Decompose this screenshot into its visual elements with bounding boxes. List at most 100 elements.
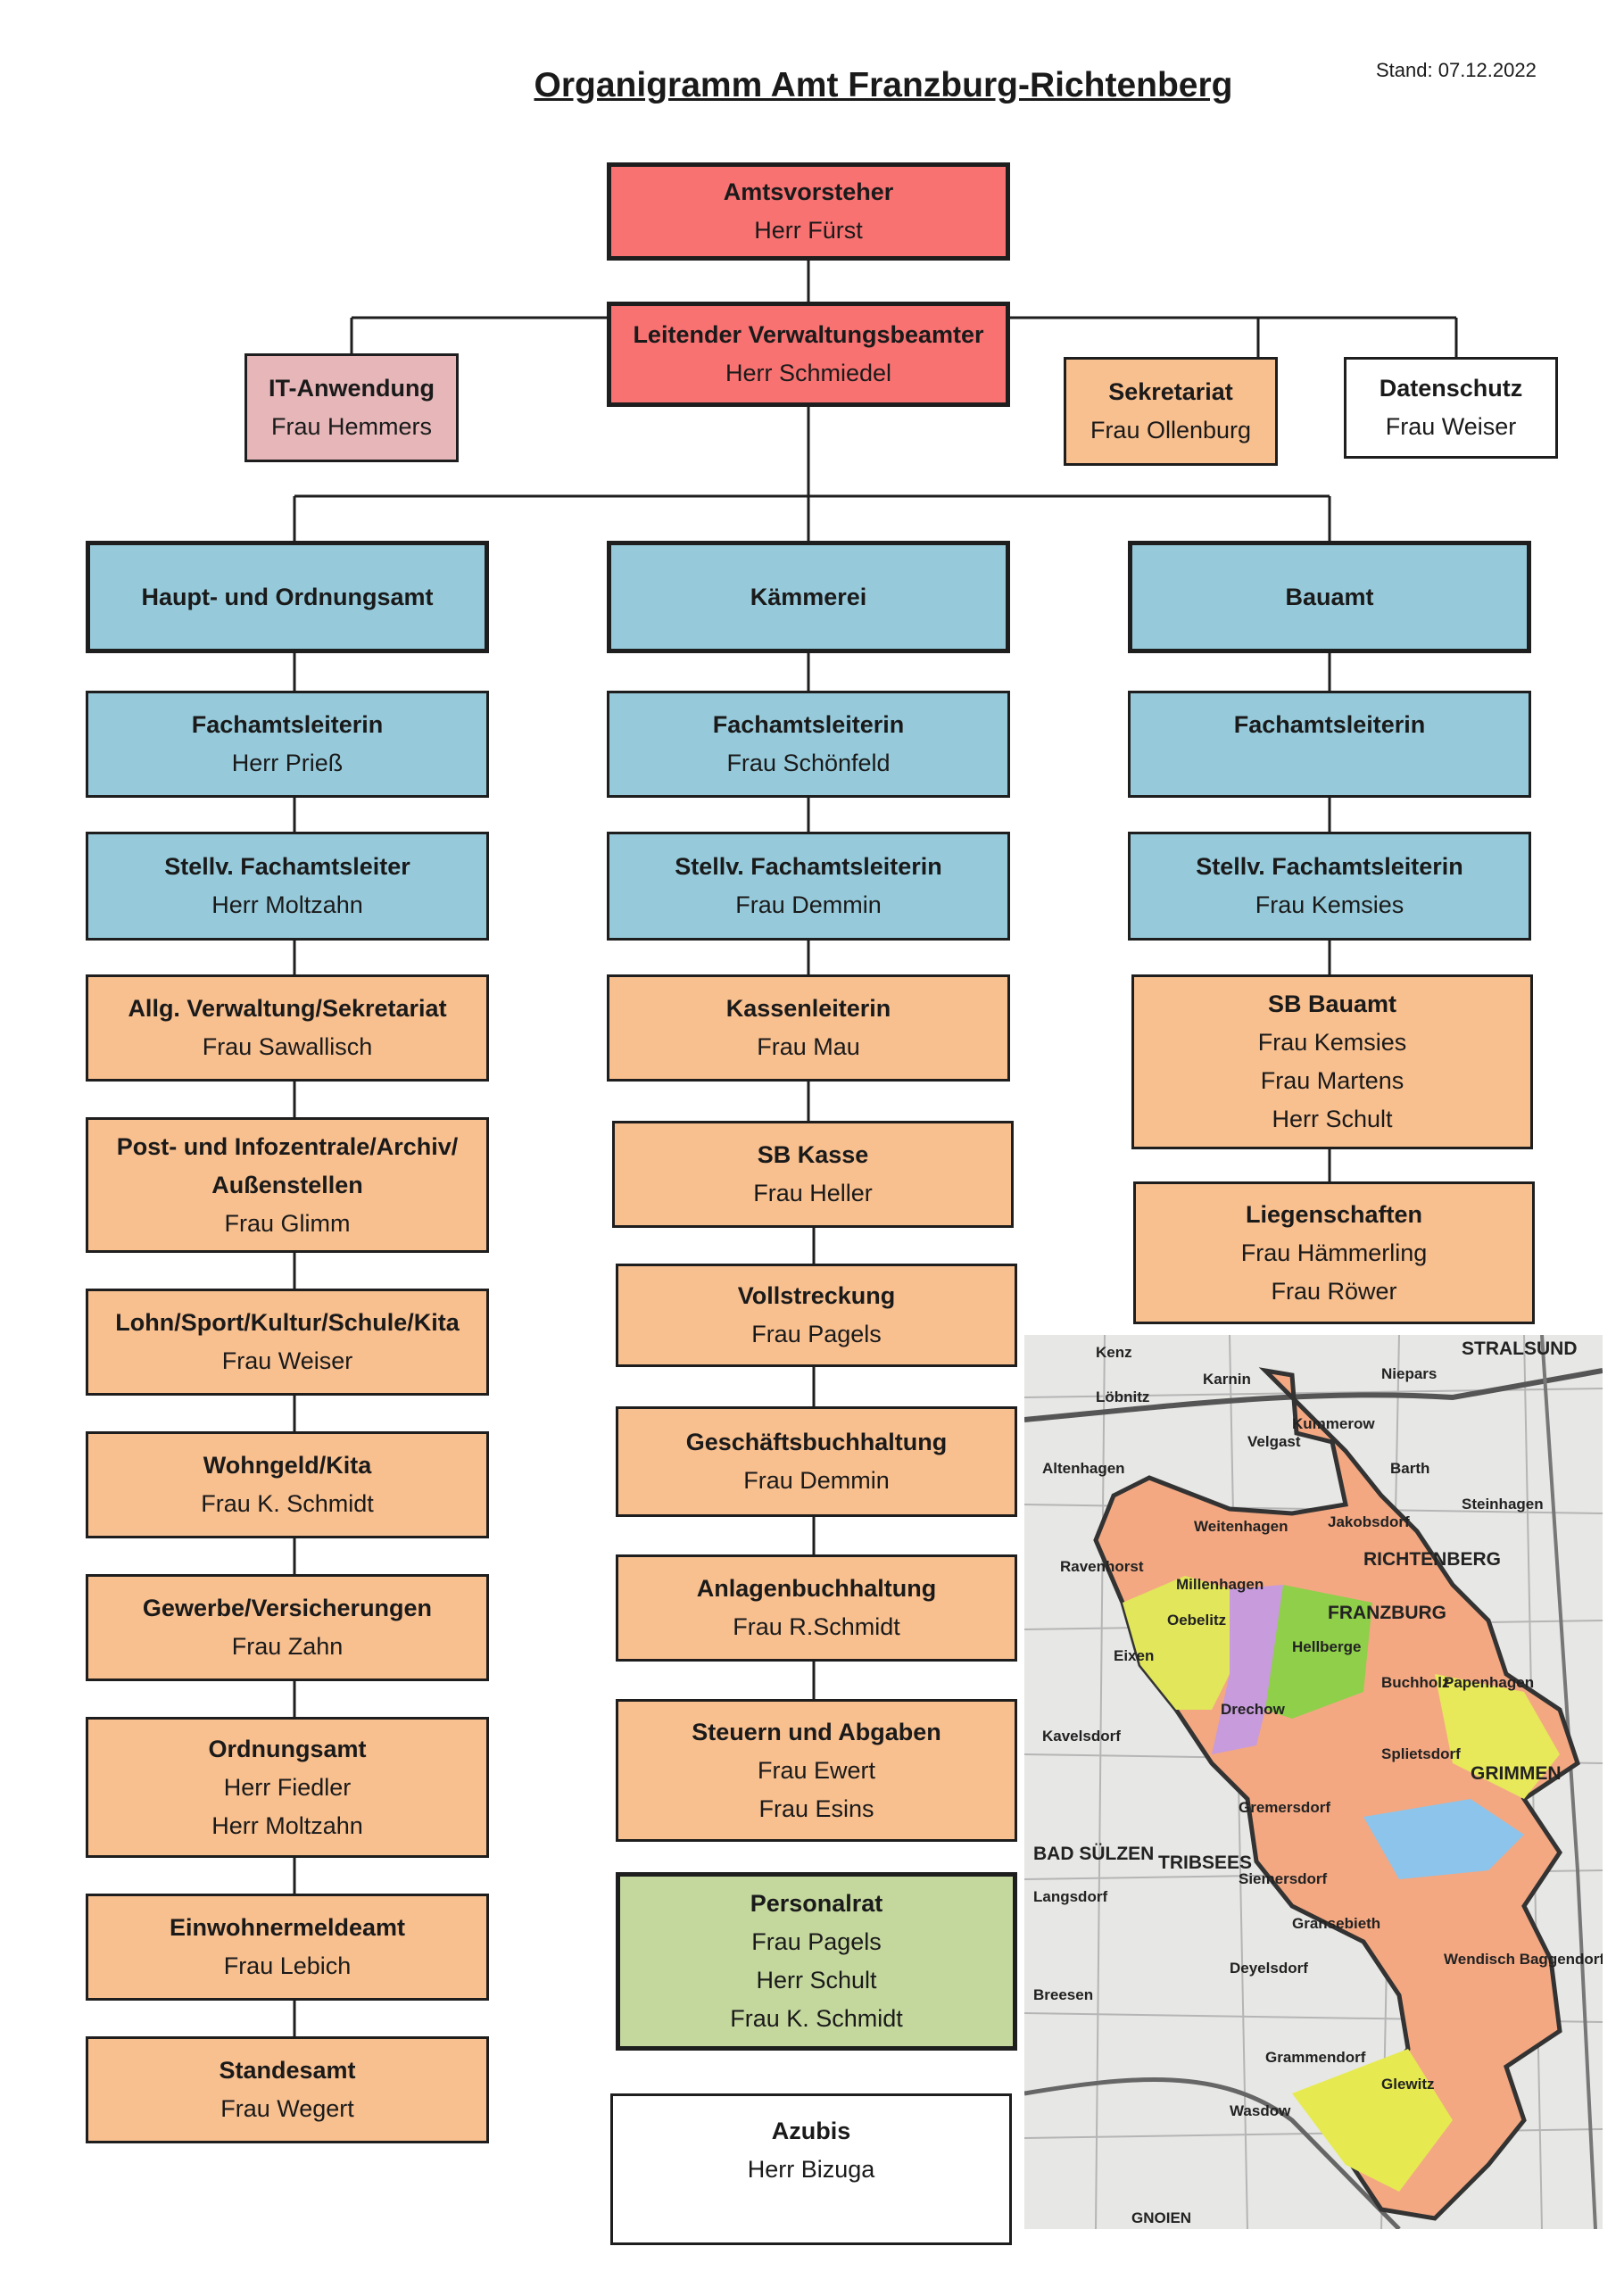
- map-place-label: Gremersdorf: [1239, 1799, 1330, 1816]
- box-title: Vollstreckung: [737, 1282, 896, 1309]
- box-title: Kämmerei: [750, 583, 867, 610]
- map-place-label: GRIMMEN: [1471, 1763, 1562, 1784]
- map-place-label: Deyelsdorf: [1230, 1960, 1308, 1977]
- box-name: Herr Schult: [1272, 1106, 1393, 1132]
- box-name: Frau Mau: [757, 1033, 860, 1060]
- box-name: Frau Wegert: [220, 2095, 354, 2122]
- box-name: Frau Kemsies: [1255, 891, 1404, 918]
- box-name: Frau Kemsies: [1257, 1029, 1407, 1056]
- box-haupt-und-ordnungsamt: Haupt- und Ordnungsamt: [86, 541, 489, 653]
- box-datenschutz: Datenschutz Frau Weiser: [1344, 357, 1558, 459]
- map-place-label: Weitenhagen: [1194, 1518, 1288, 1535]
- box-sekretariat: Sekretariat Frau Ollenburg: [1064, 357, 1278, 466]
- box-name: Frau Pagels: [751, 1928, 882, 1955]
- box-name: Frau Lebich: [223, 1952, 352, 1979]
- box-name: Frau Demmin: [743, 1467, 890, 1494]
- box-name: Frau Sawallisch: [202, 1033, 373, 1060]
- box-leitender-verwaltungsbeamter: Leitender Verwaltungsbeamter Herr Schmie…: [607, 302, 1010, 407]
- box-amtsvorsteher: Amtsvorsteher Herr Fürst: [607, 162, 1010, 261]
- box-name: Frau Pagels: [751, 1321, 882, 1347]
- box-it-anwendung: IT-Anwendung Frau Hemmers: [244, 353, 459, 462]
- map-place-label: Jakobsdorf: [1328, 1513, 1410, 1530]
- map-place-label: STRALSUND: [1462, 1339, 1578, 1359]
- box-title: Fachamtsleiterin: [191, 711, 384, 738]
- box-title: IT-Anwendung: [269, 375, 435, 402]
- box-title: Standesamt: [219, 2057, 356, 2084]
- box-title: Azubis: [771, 2118, 851, 2144]
- box-name: Herr Schmiedel: [725, 360, 892, 386]
- map-place-label: Karnin: [1203, 1371, 1251, 1388]
- box-name: Frau Ollenburg: [1090, 417, 1252, 443]
- map-place-label: Siemersdorf: [1239, 1870, 1328, 1887]
- box-title: Bauamt: [1285, 583, 1374, 610]
- box-title: Personalrat: [750, 1890, 883, 1917]
- map-place-label: Hellberge: [1292, 1638, 1362, 1655]
- map-place-label: BAD SÜLZEN: [1033, 1844, 1155, 1864]
- box-title: Stellv. Fachamtsleiterin: [1196, 853, 1463, 880]
- page-title: Organigramm Amt Franzburg-Richtenberg: [534, 66, 1233, 104]
- map-place-label: Niepars: [1381, 1365, 1438, 1382]
- box-title: Liegenschaften: [1245, 1200, 1423, 1228]
- box-name: Frau Weiser: [221, 1347, 353, 1374]
- box-name: Frau Röwer: [1271, 1277, 1397, 1305]
- box-name: Herr Schult: [756, 1967, 877, 1993]
- map-place-label: Velgast: [1247, 1433, 1301, 1450]
- map-place-label: Altenhagen: [1042, 1460, 1125, 1477]
- box-title: Allg. Verwaltung/Sekretariat: [128, 995, 447, 1022]
- box-name: Frau Schönfeld: [726, 750, 891, 776]
- map-place-label: GNOIEN: [1131, 2209, 1192, 2226]
- box-name: Herr Fürst: [754, 217, 863, 244]
- map-place-label: Oebelitz: [1167, 1612, 1227, 1629]
- box-name: Herr Moltzahn: [211, 891, 363, 918]
- box-name: Herr Prieß: [231, 750, 344, 776]
- unit-post-und-infozentrale: Post- und Infozentrale/Archiv/ Außenstel…: [86, 1117, 489, 1253]
- box-title: Amtsvorsteher: [723, 178, 894, 205]
- box-name: Frau Weiser: [1385, 413, 1517, 440]
- date-stamp: Stand: 07.12.2022: [1376, 59, 1537, 81]
- map-place-label: Wendisch Baggendorf: [1444, 1951, 1603, 1968]
- map-place-label: Kavelsdorf: [1042, 1728, 1121, 1745]
- box-title: Steuern und Abgaben: [692, 1718, 941, 1745]
- map-place-label: Löbnitz: [1096, 1388, 1150, 1405]
- map-place-label: Steinhagen: [1462, 1496, 1544, 1513]
- box-title: SB Kasse: [757, 1141, 869, 1168]
- box-title: Fachamtsleiterin: [712, 711, 905, 738]
- map-place-label: FRANZBURG: [1328, 1603, 1446, 1623]
- box-name: Frau R.Schmidt: [733, 1613, 900, 1640]
- box-title: SB Bauamt: [1267, 991, 1397, 1017]
- box-name: Frau Esins: [758, 1795, 874, 1822]
- box-title: Haupt- und Ordnungsamt: [141, 583, 434, 610]
- box-name: Frau Ewert: [757, 1756, 876, 1784]
- box-title: Leitender Verwaltungsbeamter: [633, 321, 984, 348]
- map-place-label: Papenhagen: [1444, 1674, 1535, 1691]
- map-place-label: Breesen: [1033, 1986, 1094, 2003]
- box-name: Frau Zahn: [231, 1633, 344, 1660]
- box-title: Sekretariat: [1108, 378, 1233, 405]
- map-place-label: Barth: [1390, 1460, 1430, 1477]
- map-place-label: Splietsdorf: [1381, 1745, 1461, 1762]
- box-title: Wohngeld/Kita: [203, 1452, 372, 1479]
- box-title: Geschäftsbuchhaltung: [685, 1429, 948, 1455]
- box-name: Herr Bizuga: [747, 2156, 875, 2183]
- map-place-label: Kenz: [1096, 1344, 1132, 1361]
- map-place-label: Ravenhorst: [1060, 1558, 1144, 1575]
- box-title: Kassenleiterin: [725, 995, 891, 1022]
- box-title: Datenschutz: [1379, 375, 1523, 402]
